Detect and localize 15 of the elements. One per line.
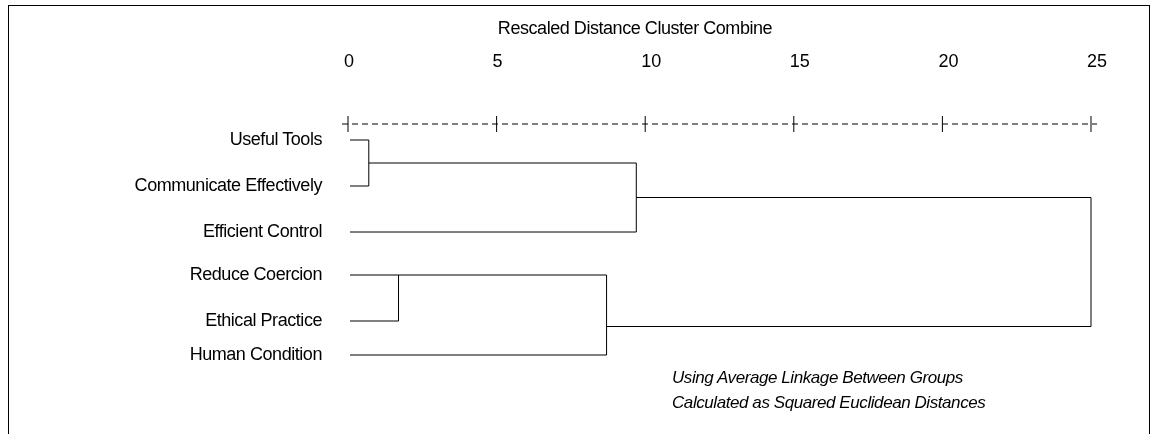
tick-label: 5	[492, 50, 503, 72]
tick-label: 10	[641, 50, 662, 72]
tick-label: 20	[938, 50, 959, 72]
leaf-label: Efficient Control	[202, 220, 322, 242]
leaf-label: Reduce Coercion	[189, 263, 322, 285]
tick-label: 25	[1087, 50, 1108, 72]
leaf-label: Ethical Practice	[205, 309, 322, 331]
tick-label: 15	[789, 50, 810, 72]
leaf-label: Human Condition	[189, 343, 322, 365]
tick-label: 0	[344, 50, 354, 72]
note: Calculated as Squared Euclidean Distances	[672, 392, 986, 414]
note: Using Average Linkage Between Groups	[672, 367, 963, 389]
axis-title: Rescaled Distance Cluster Combine	[496, 17, 774, 39]
leaf-label: Useful Tools	[229, 128, 322, 150]
leaf-label: Communicate Effectively	[134, 174, 322, 196]
